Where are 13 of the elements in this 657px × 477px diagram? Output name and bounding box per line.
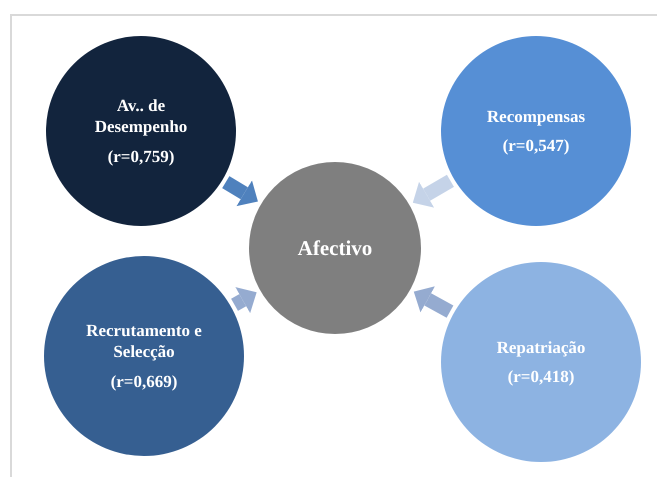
node-label: Recompensas xyxy=(486,106,586,127)
node-label: Recrutamento e Selecção xyxy=(85,320,203,363)
block-arrow xyxy=(231,287,257,314)
node-label: (r=0,669) xyxy=(110,370,178,392)
block-arrow xyxy=(414,286,454,318)
node-label: Repatriação xyxy=(496,336,586,358)
node-label: (r=0,759) xyxy=(108,146,174,167)
block-arrow xyxy=(222,176,258,206)
node-label: Afectivo xyxy=(298,234,372,262)
block-arrow xyxy=(412,174,454,208)
node-label: (r=0,547) xyxy=(502,135,570,156)
node-label: Av.. de Desempenho xyxy=(94,95,188,138)
node-label: (r=0,418) xyxy=(508,366,574,388)
